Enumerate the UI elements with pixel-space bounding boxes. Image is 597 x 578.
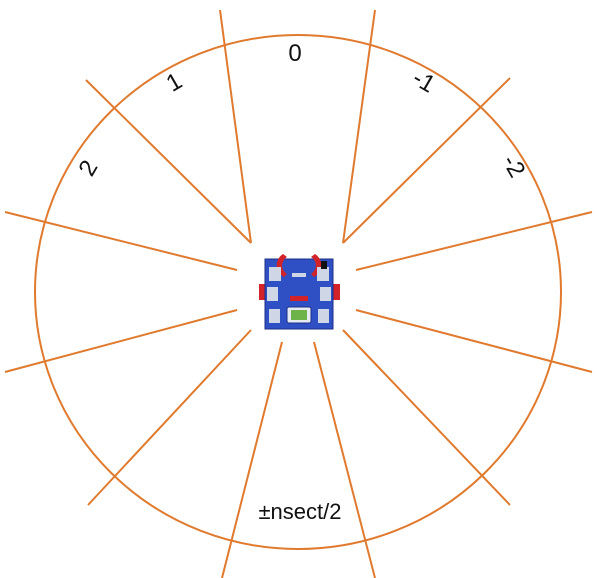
- sector-divider-line: [219, 9, 252, 244]
- sector-divider-line: [4, 211, 238, 271]
- sector-label-1: 1: [162, 67, 187, 97]
- sensor-range-circle: [34, 34, 562, 550]
- sector-divider-line: [342, 77, 511, 244]
- sector-lines: [4, 9, 593, 578]
- sector-divider-line: [85, 79, 252, 244]
- robot-icon: [259, 254, 340, 330]
- sector-divider-line: [221, 341, 283, 578]
- sector-divider-line: [4, 309, 238, 373]
- sector-label-0: 0: [288, 40, 301, 67]
- sector-divider-line: [355, 211, 593, 271]
- sector-divider-line: [342, 329, 511, 506]
- sector-label-2: 2: [73, 156, 103, 181]
- sector-divider-line: [313, 341, 376, 578]
- sector-divider-line: [87, 329, 252, 506]
- bottom-sector-label: ±nsect/2: [258, 499, 341, 524]
- sector-divider-line: [355, 309, 593, 373]
- sector-label-minus-1: -1: [408, 64, 440, 98]
- sector-divider-line: [342, 9, 376, 244]
- sector-label-minus-2: -2: [496, 150, 530, 182]
